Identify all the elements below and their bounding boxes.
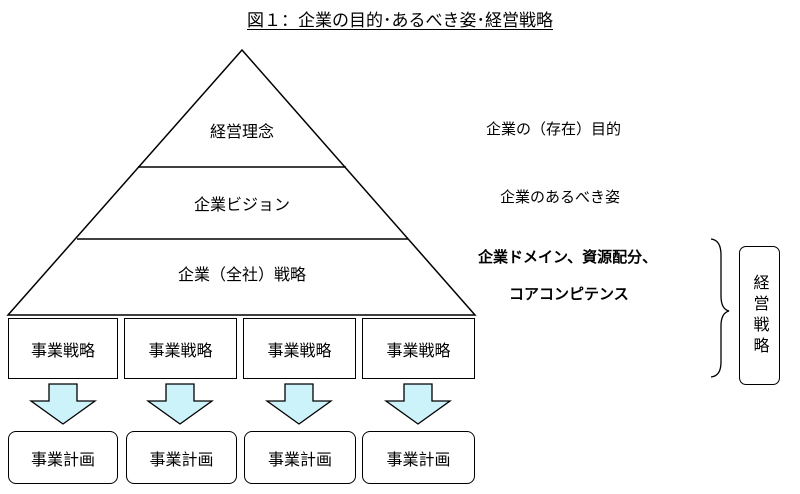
- down-arrow: [383, 383, 453, 425]
- business-strategy-box: 事業戦略: [243, 318, 356, 379]
- down-arrow: [264, 383, 334, 425]
- desc-strategy-line-2: コアコンピテンス: [509, 285, 629, 303]
- management-strategy-box: 経営戦略: [739, 246, 780, 385]
- business-plan-box: 事業計画: [8, 431, 118, 484]
- down-arrows: [28, 383, 453, 425]
- business-strategy-box: 事業戦略: [8, 318, 118, 379]
- tier-management-philosophy: 経営理念: [209, 122, 274, 141]
- desc-ideal-state: 企業のあるべき姿: [500, 188, 621, 206]
- figure-title: 図１：企業の目的･あるべき姿･経営戦略: [247, 11, 553, 31]
- business-strategy-box: 事業戦略: [362, 318, 475, 379]
- desc-corporate-purpose: 企業の（存在）目的: [486, 120, 622, 138]
- business-plan-box: 事業計画: [362, 431, 475, 484]
- business-plan-box: 事業計画: [126, 431, 237, 484]
- curly-brace: [710, 238, 730, 378]
- down-arrow: [145, 383, 215, 425]
- tier-corporate-strategy: 企業（全社）戦略: [177, 265, 306, 284]
- down-arrow: [28, 383, 98, 425]
- pyramid-outline: [6, 48, 477, 316]
- tier-corporate-vision: 企業ビジョン: [193, 195, 290, 214]
- management-strategy-label: 経営戦略: [750, 273, 770, 358]
- business-plan-box: 事業計画: [244, 431, 356, 484]
- business-strategy-box: 事業戦略: [124, 318, 237, 379]
- desc-strategy-line-1: 企業ドメイン、資源配分、: [478, 248, 658, 266]
